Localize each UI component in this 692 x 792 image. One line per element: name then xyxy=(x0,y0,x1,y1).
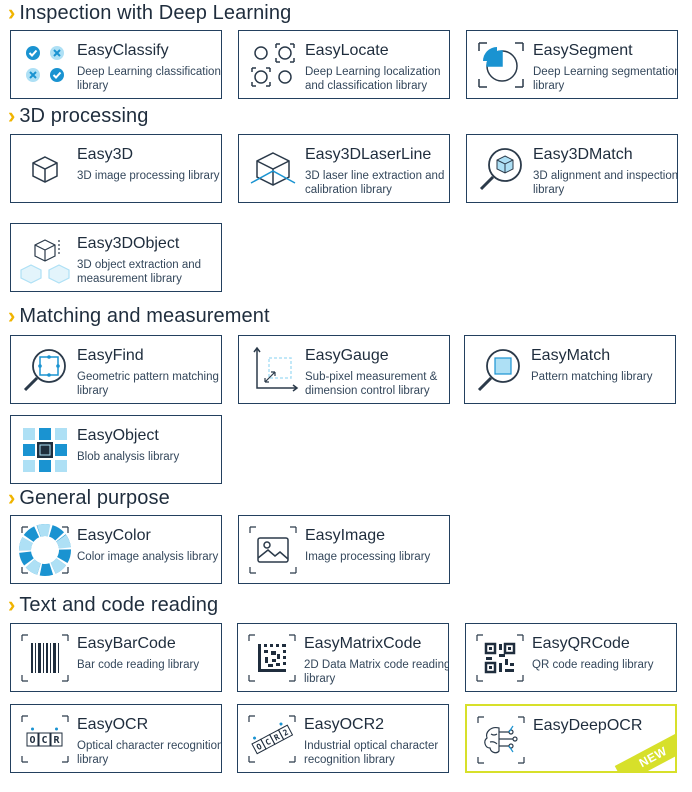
card-easy3dobject[interactable]: Easy3DObject 3D object extraction and me… xyxy=(10,223,222,292)
barcode-icon xyxy=(19,632,71,684)
chevron-right-icon: › xyxy=(8,303,16,328)
card-desc: 3D laser line extraction and calibration… xyxy=(305,170,445,196)
3d-magnifier-icon xyxy=(475,143,527,195)
card-desc: Deep Learning localization and classific… xyxy=(305,66,441,92)
card-desc: 3D object extraction and measurement lib… xyxy=(77,259,202,285)
card-name: Easy3DObject xyxy=(77,235,180,252)
match-magnifier-icon xyxy=(473,344,525,396)
gauge-axes-icon xyxy=(247,344,299,396)
card-name: EasyMatch xyxy=(531,347,611,364)
brain-circuit-icon xyxy=(475,714,527,766)
card-easyclassify[interactable]: EasyClassify Deep Learning classificatio… xyxy=(10,30,222,99)
card-name: EasyOCR xyxy=(77,716,149,733)
card-easy3dmatch[interactable]: Easy3DMatch 3D alignment and inspection … xyxy=(466,134,678,203)
card-easyfind[interactable]: EasyFind Geometric pattern matching libr… xyxy=(10,335,222,404)
card-desc: 2D Data Matrix code reading library xyxy=(304,659,449,685)
section-title-text-code: › Text and code reading xyxy=(8,592,219,617)
card-name: EasySegment xyxy=(533,42,633,59)
card-desc: Deep Learning classification library xyxy=(77,66,221,92)
card-easymatch[interactable]: EasyMatch Pattern matching library xyxy=(464,335,676,404)
card-desc: Sub-pixel measurement & dimension contro… xyxy=(305,371,438,397)
ocr-letter: R xyxy=(273,732,282,742)
card-name: EasyOCR2 xyxy=(304,716,385,733)
chevron-right-icon: › xyxy=(8,103,16,128)
card-name: Easy3D xyxy=(77,146,134,163)
card-easycolor[interactable]: EasyColor Color image analysis library xyxy=(10,515,222,584)
image-icon xyxy=(247,524,299,576)
card-desc: Geometric pattern matching library xyxy=(77,371,219,397)
ocr-letter: R xyxy=(53,735,60,746)
card-desc: Deep Learning segmentation library xyxy=(533,66,678,92)
card-desc: Pattern matching library xyxy=(531,371,653,383)
ocr2-icon: O C R 2 xyxy=(246,713,298,765)
card-easyobject[interactable]: EasyObject Blob analysis library xyxy=(10,415,222,484)
ocr-letter: O xyxy=(29,735,35,746)
card-desc: 3D alignment and inspection library xyxy=(533,170,678,196)
laser-line-icon xyxy=(247,143,299,195)
card-desc: Color image analysis library xyxy=(77,551,219,563)
ocr-letter: C xyxy=(264,737,273,747)
color-wheel-icon xyxy=(19,524,71,576)
card-easysegment[interactable]: EasySegment Deep Learning segmentation l… xyxy=(466,30,678,99)
segment-icon xyxy=(475,39,527,91)
chevron-right-icon: › xyxy=(8,592,16,617)
card-desc: Industrial optical character recognition… xyxy=(304,740,439,766)
card-easyqrcode[interactable]: EasyQRCode QR code reading library xyxy=(465,623,677,692)
card-easymatrixcode[interactable]: EasyMatrixCode 2D Data Matrix code readi… xyxy=(237,623,449,692)
section-title-general: › General purpose xyxy=(8,485,170,510)
locate-icon xyxy=(247,39,299,91)
new-badge: NEW xyxy=(614,730,675,771)
card-desc: Blob analysis library xyxy=(77,451,180,463)
card-name: EasyDeepOCR xyxy=(533,717,643,734)
datamatrix-icon xyxy=(246,632,298,684)
blob-grid-icon xyxy=(19,424,71,476)
card-name: EasyColor xyxy=(77,527,151,544)
qrcode-icon xyxy=(474,632,526,684)
ocr-letter: 2 xyxy=(281,728,290,738)
card-easydeepocr[interactable]: EasyDeepOCR NEW xyxy=(465,704,677,773)
card-desc: Bar code reading library xyxy=(77,659,200,671)
card-name: Easy3DLaserLine xyxy=(305,146,432,163)
ocr-icon: O C R xyxy=(19,713,71,765)
card-desc: Optical character recognition library xyxy=(77,740,222,766)
card-name: EasyObject xyxy=(77,427,159,444)
chevron-right-icon: › xyxy=(8,0,16,25)
card-name: Easy3DMatch xyxy=(533,146,633,163)
card-desc: 3D image processing library xyxy=(77,170,220,182)
find-magnifier-icon xyxy=(19,344,71,396)
section-title-3d-processing: › 3D processing xyxy=(8,103,149,128)
section-title-matching: › Matching and measurement xyxy=(8,303,270,328)
card-easyocr[interactable]: O C R EasyOCR Optical character recognit… xyxy=(10,704,222,773)
section-title-deep-learning: › Inspection with Deep Learning xyxy=(8,0,292,25)
card-easy3dlaserline[interactable]: Easy3DLaserLine 3D laser line extraction… xyxy=(238,134,450,203)
card-easyimage[interactable]: EasyImage Image processing library xyxy=(238,515,450,584)
card-easy3d[interactable]: Easy3D 3D image processing library xyxy=(10,134,222,203)
card-easybarcode[interactable]: EasyBarCode Bar code reading library xyxy=(10,623,222,692)
card-easyocr2[interactable]: O C R 2 EasyOCR2 Industrial optical char… xyxy=(237,704,449,773)
cube-icon xyxy=(19,143,71,195)
card-name: EasyImage xyxy=(305,527,386,544)
card-name: EasyLocate xyxy=(305,42,389,59)
card-easygauge[interactable]: EasyGauge Sub-pixel measurement & dimens… xyxy=(238,335,450,404)
card-name: EasyFind xyxy=(77,347,144,364)
chevron-right-icon: › xyxy=(8,485,16,510)
card-name: EasyGauge xyxy=(305,347,389,364)
classify-icon xyxy=(19,39,71,91)
card-desc: Image processing library xyxy=(305,551,431,563)
card-name: EasyQRCode xyxy=(532,635,630,652)
card-name: EasyClassify xyxy=(77,42,169,59)
card-desc: QR code reading library xyxy=(532,659,654,671)
card-name: EasyMatrixCode xyxy=(304,635,422,652)
ocr-letter: O xyxy=(255,742,264,752)
card-easylocate[interactable]: EasyLocate Deep Learning localization an… xyxy=(238,30,450,99)
card-name: EasyBarCode xyxy=(77,635,176,652)
3d-object-icon xyxy=(19,232,71,284)
ocr-letter: C xyxy=(41,735,47,746)
